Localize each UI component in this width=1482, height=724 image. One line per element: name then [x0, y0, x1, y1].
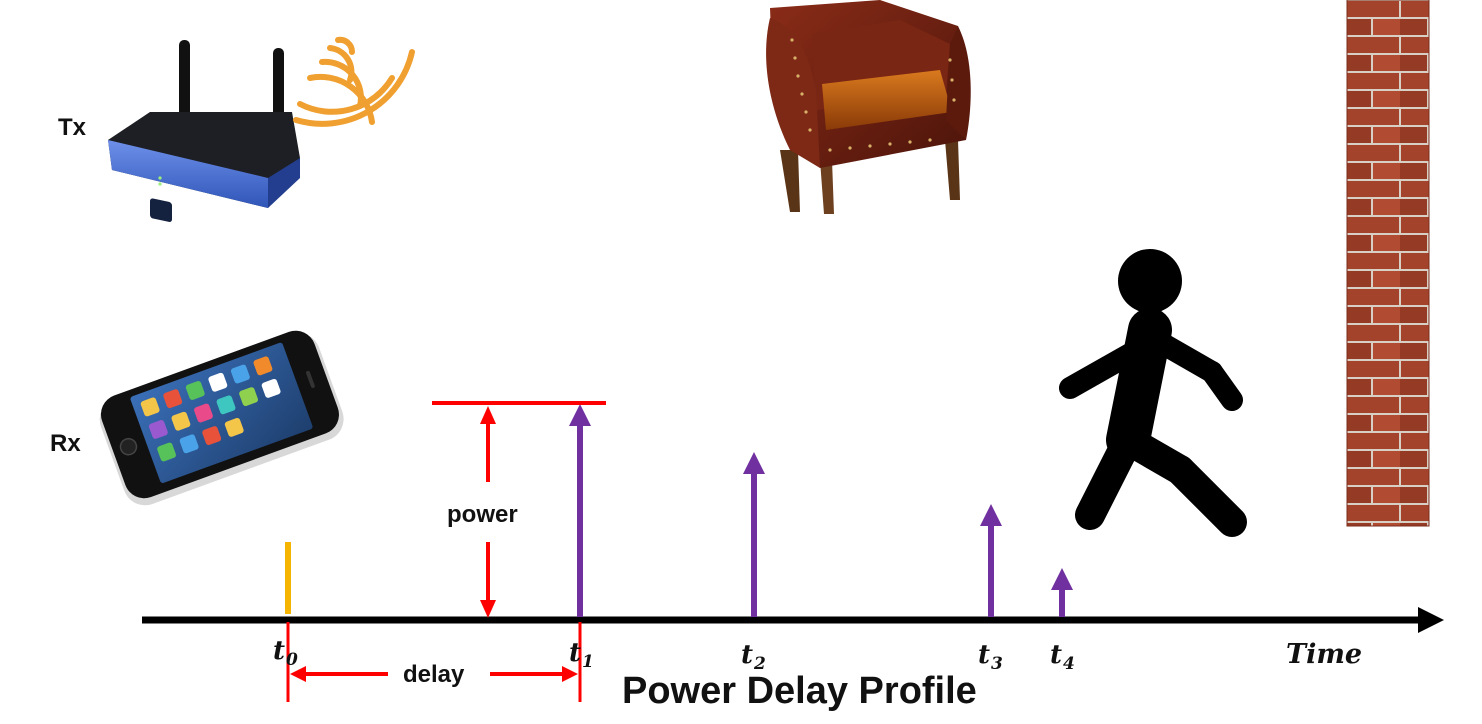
time-axis-label: Time — [1286, 639, 1363, 670]
signal-waves — [293, 36, 415, 127]
time-axis — [142, 607, 1444, 633]
time-marker-base: t — [978, 640, 991, 670]
diagram-title: Power Delay Profile — [622, 670, 977, 712]
armchair-icon — [766, 0, 971, 214]
impulse-arrow-2 — [743, 452, 765, 617]
time-marker-sub: 1 — [582, 652, 594, 672]
time-marker-t1: t1 — [569, 638, 594, 672]
delay-label: delay — [403, 661, 465, 688]
impulse-arrow-1 — [569, 404, 591, 617]
impulse-arrow-3 — [980, 504, 1002, 617]
time-marker-sub: 2 — [754, 654, 766, 674]
time-marker-sub: 4 — [1063, 654, 1075, 674]
time-marker-sub: 0 — [286, 650, 298, 670]
power-label: power — [447, 501, 518, 528]
wifi-router-icon — [108, 36, 415, 222]
time-marker-base: t — [741, 640, 754, 670]
time-marker-t2: t2 — [741, 640, 766, 674]
time-marker-t3: t3 — [978, 640, 1003, 674]
rx-label: Rx — [50, 430, 81, 457]
walking-person-icon — [1059, 249, 1247, 537]
time-marker-t0: t0 — [273, 636, 298, 670]
time-marker-base: t — [273, 636, 286, 666]
impulse-arrows — [569, 404, 1073, 617]
time-marker-t4: t4 — [1050, 640, 1075, 674]
brick-wall-icon — [1346, 0, 1430, 527]
tx-label: Tx — [58, 114, 87, 141]
smartphone-icon — [99, 330, 344, 506]
time-marker-base: t — [569, 638, 582, 668]
impulse-arrow-4 — [1051, 568, 1073, 617]
delay-annotation — [286, 622, 582, 702]
power-annotation — [432, 401, 606, 618]
time-marker-sub: 3 — [991, 654, 1003, 674]
time-marker-base: t — [1050, 640, 1063, 670]
